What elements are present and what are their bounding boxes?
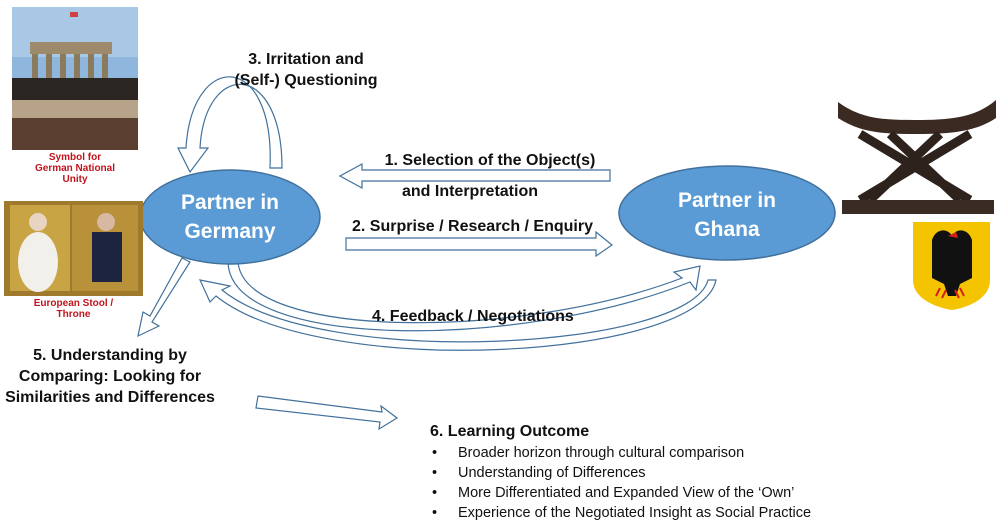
arrow-step5-understanding [137,257,191,338]
learning-outcome-list: Broader horizon through cultural compari… [430,443,850,523]
step1-label-line1: 1. Selection of the Object(s) [384,152,596,169]
step1-label-line2: and Interpretation [401,183,538,200]
outcome-item: More Differentiated and Expanded View of… [430,483,850,503]
arrow-step1-selection [338,162,611,190]
step4-label: 4. Feedback / Negotiations [372,308,574,325]
step3-label: 3. Irritation and (Self-) Questioning [234,51,378,89]
outcome-item: Understanding of Differences [430,463,850,483]
outcome-item: Broader horizon through cultural compari… [430,443,850,463]
node-ghana-label: Partner in Ghana [677,189,777,241]
node-germany-label: Partner in Germany [180,191,280,243]
learning-outcome-title: 6. Learning Outcome [430,423,590,440]
learning-outcome: 6. Learning Outcome Broader horizon thro… [430,421,850,523]
arrow-step4-feedback-to-germany [198,279,717,351]
node-ghana-ellipse [618,165,836,261]
arrow-step2-surprise [345,230,614,258]
image-berlin-wall [12,7,138,150]
arrow-step6-outcome [255,395,399,431]
arrow-step4-feedback-to-ghana [227,261,701,332]
step5-label: 5. Understanding by Comparing: Looking f… [5,347,215,406]
outcome-item: Experience of the Negotiated Insight as … [430,503,850,523]
loop-arrow-self-questioning [177,76,283,174]
step2-label: 2. Surprise / Research / Enquiry [352,218,593,235]
image-german-eagle [913,222,990,310]
image-ghana-stool [838,97,996,215]
caption-berlin: Symbol for German National Unity [34,152,116,185]
image-european-throne [4,201,143,296]
caption-throne: European Stool / Throne [33,298,114,320]
